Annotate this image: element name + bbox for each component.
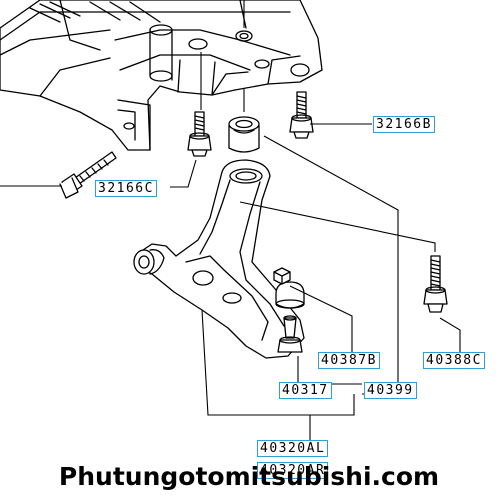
lower-control-arm [133, 159, 305, 359]
part-label-32166c: 32166C [95, 180, 157, 197]
bolt-32166c [59, 151, 117, 199]
rear-bushing [228, 116, 260, 153]
site-watermark: Phutungotomitsubishi.com [58, 462, 440, 491]
part-label-40320al: 40320AL [257, 440, 329, 457]
part-label-32166b: 32166B [373, 116, 435, 133]
dust-boot [275, 281, 305, 309]
part-label-40388c: 40388C [423, 352, 485, 369]
part-label-40320ar: 40320AR [257, 462, 329, 479]
crossmember-subframe [0, 0, 323, 151]
bolt-32166b [289, 91, 314, 139]
bolt-center-vertical [187, 111, 212, 157]
bolt-40388c [423, 255, 448, 313]
ball-joint [277, 315, 303, 353]
leader-lines [0, 0, 461, 440]
part-label-40317: 40317 [279, 382, 332, 399]
nut-40387b [273, 267, 291, 285]
part-label-40399: 40399 [364, 382, 417, 399]
part-label-40387b: 40387B [318, 352, 380, 369]
